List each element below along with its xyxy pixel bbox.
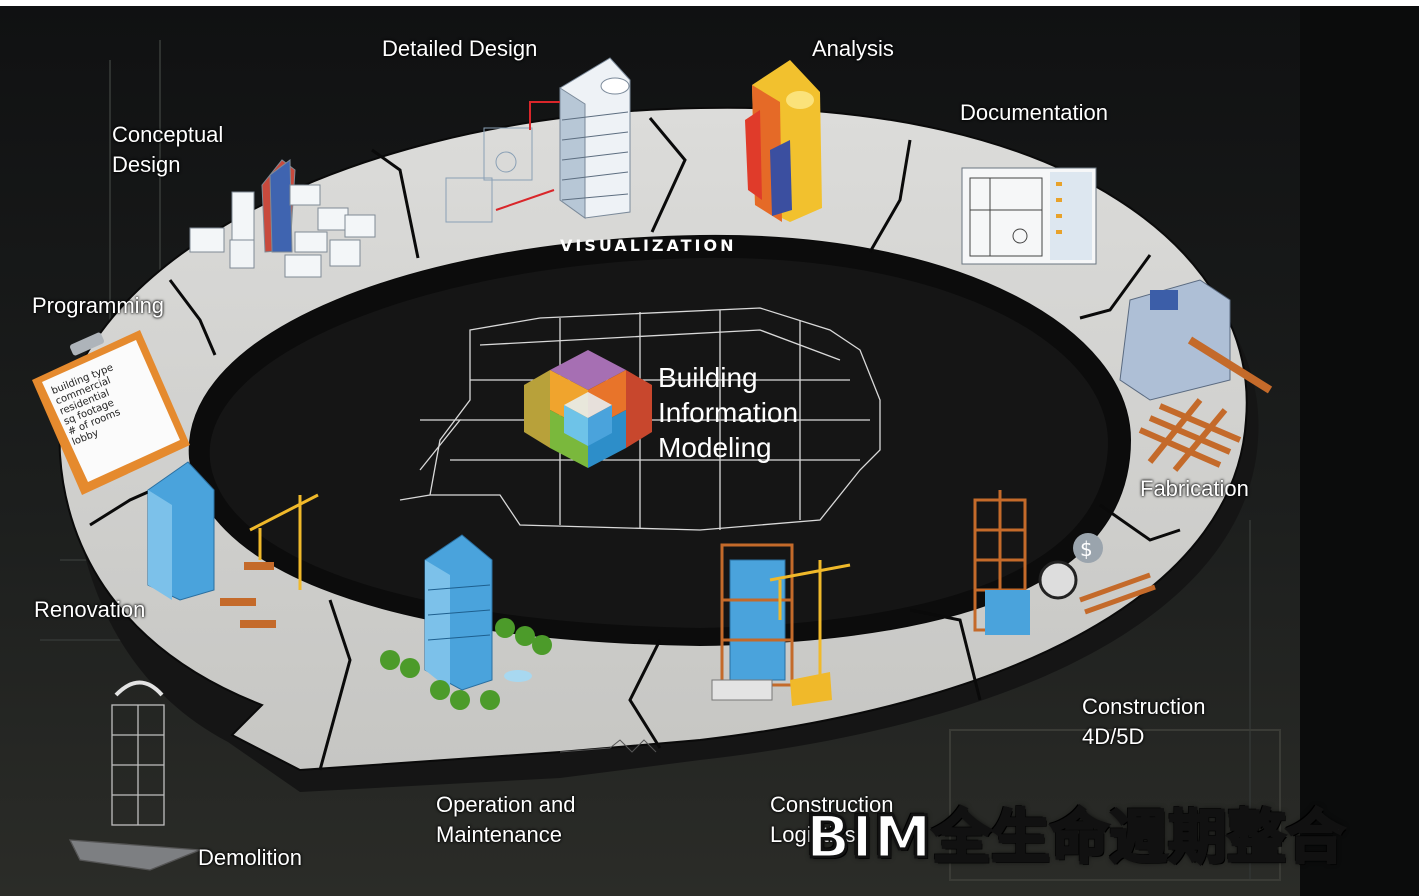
stage-label-line: Operation and bbox=[436, 792, 576, 817]
stage-label-line: Design bbox=[112, 152, 181, 177]
construction-4d5d-frame: $ bbox=[973, 490, 1156, 635]
bim-title-line: Building bbox=[658, 362, 758, 393]
segment-dividers bbox=[89, 117, 1181, 771]
detailed-design-tower bbox=[445, 57, 631, 223]
stage-detailed-design: Detailed Design bbox=[382, 36, 538, 61]
stage-construction-logistics: Construction Logistics bbox=[770, 790, 894, 850]
stage-documentation: Documentation bbox=[960, 100, 1108, 125]
bim-center-title: Building Information Modeling bbox=[658, 360, 798, 465]
stage-label-line: Conceptual bbox=[112, 122, 224, 147]
construction-logistics-scene bbox=[711, 543, 851, 706]
visualization-label: VISUALIZATION bbox=[560, 236, 737, 255]
bim-cube-logo bbox=[524, 350, 652, 468]
stage-demolition: Demolition bbox=[198, 845, 302, 870]
stage-renovation: Renovation bbox=[34, 597, 146, 622]
caption-overlay: BIM全生命週期整合 bbox=[805, 802, 1347, 873]
documentation-sheet bbox=[961, 167, 1097, 265]
ring-zigzag bbox=[559, 739, 657, 753]
renovation-building bbox=[147, 461, 319, 628]
stage-label-line: Maintenance bbox=[436, 822, 562, 847]
demolition-structure bbox=[68, 680, 201, 871]
stage-label-line: Construction bbox=[770, 792, 894, 817]
operation-maintenance-building bbox=[380, 534, 552, 710]
top-border bbox=[0, 0, 1419, 6]
bim-title-line: Information bbox=[658, 397, 799, 428]
stage-label-line: 4D/5D bbox=[1082, 724, 1145, 749]
stage-fabrication: Fabrication bbox=[1140, 476, 1249, 501]
programming-clipboard bbox=[32, 330, 190, 495]
stage-operation-maintenance: Operation and Maintenance bbox=[436, 790, 575, 850]
analysis-tower bbox=[745, 60, 822, 222]
stage-label-line: Logistics bbox=[770, 822, 856, 847]
stage-construction-4d5d: Construction 4D/5D bbox=[1082, 692, 1206, 752]
stage-label-line: Construction bbox=[1082, 694, 1206, 719]
stage-analysis: Analysis bbox=[812, 36, 894, 61]
fabrication-machine bbox=[1119, 279, 1273, 472]
conceptual-massing bbox=[189, 159, 376, 278]
bim-title-line: Modeling bbox=[658, 432, 772, 463]
stage-programming: Programming bbox=[32, 293, 165, 318]
svg-text:$: $ bbox=[1080, 537, 1093, 561]
stage-conceptual-design: Conceptual Design bbox=[112, 120, 223, 180]
